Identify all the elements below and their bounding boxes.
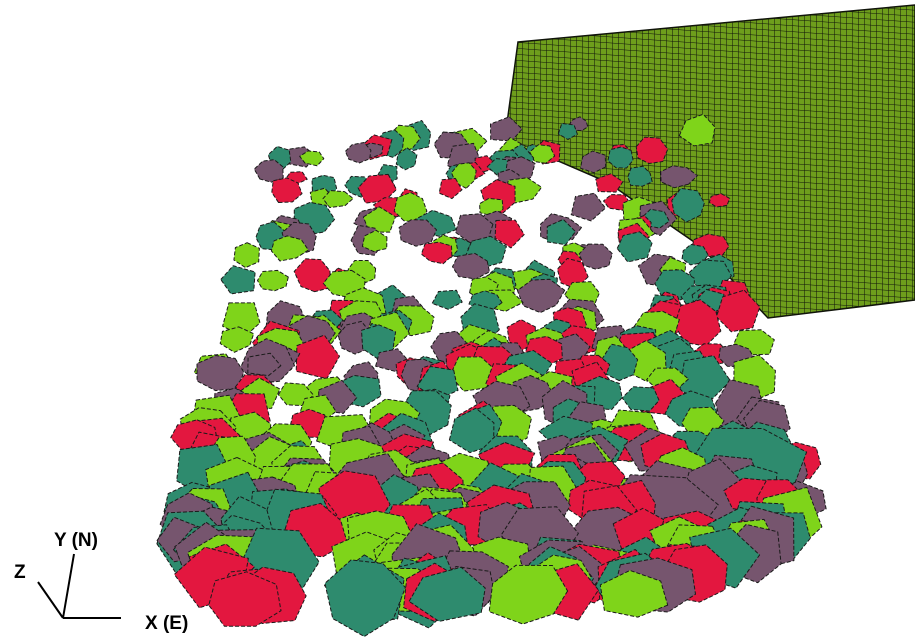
z-axis-line	[37, 581, 64, 619]
fracture-polygon	[324, 559, 406, 637]
y-axis-line	[62, 553, 75, 619]
fracture-polygon	[420, 241, 453, 265]
fracture-polygon	[516, 278, 566, 314]
fracture-polygon	[557, 122, 578, 140]
fracture-polygon	[448, 407, 495, 454]
fracture-polygon	[322, 190, 354, 208]
fracture-polygon	[616, 231, 653, 263]
fracture-polygon	[529, 144, 556, 164]
fracture-polygon	[357, 173, 397, 204]
fracture-polygon	[635, 136, 669, 164]
y-axis-label: Y (N)	[54, 530, 98, 551]
fracture-polygon	[674, 299, 722, 347]
fracture-polygon	[398, 219, 437, 247]
fracture-polygon	[595, 173, 624, 193]
fracture-polygon	[627, 165, 653, 187]
fracture-polygons	[156, 113, 827, 637]
fracture-polygon	[488, 564, 569, 625]
fracture-polygon	[270, 235, 309, 262]
fracture-polygon	[408, 566, 486, 622]
fracture-polygon	[395, 147, 418, 171]
fracture-polygon	[233, 242, 260, 269]
fracture-polygon	[556, 257, 589, 290]
fracture-polygon	[621, 386, 660, 412]
z-axis-label: Z	[14, 562, 26, 583]
fracture-polygon	[361, 229, 388, 252]
fracture-polygon	[681, 243, 709, 266]
fracture-polygon	[257, 269, 289, 292]
fracture-polygon	[660, 165, 698, 189]
fracture-polygon	[599, 569, 669, 618]
fracture-polygon	[494, 219, 525, 249]
fracture-polygon	[452, 252, 490, 280]
fracture-polygon	[271, 177, 303, 203]
fracture-polygon	[708, 193, 731, 208]
fracture-polygon	[671, 187, 705, 223]
fracture-polygon	[220, 265, 256, 295]
x-axis-label: X (E)	[145, 613, 188, 634]
fracture-polygon	[716, 289, 761, 333]
fracture-polygon	[578, 243, 613, 270]
fracture-polygon	[546, 218, 576, 246]
fracture-polygon	[580, 150, 607, 174]
fracture-polygon	[688, 259, 732, 290]
fracture-polygon	[299, 150, 325, 167]
fracture-polygon	[295, 334, 340, 380]
fracture-polygon	[678, 113, 716, 147]
fracture-polygon	[449, 356, 497, 392]
fracture-polygon	[344, 142, 372, 164]
fracture-polygon	[293, 258, 332, 293]
fracture-polygon	[431, 289, 463, 310]
fracture-polygon	[362, 206, 396, 233]
fracture-polygon	[438, 177, 463, 200]
fracture-polygon	[219, 326, 255, 353]
fracture-polygon	[247, 352, 282, 377]
fracture-polygon	[208, 571, 282, 627]
axis-triad: Y (N) Z X (E)	[14, 530, 188, 634]
fracture-polygon	[607, 146, 634, 169]
fracture-polygon	[570, 192, 606, 222]
fracture-polygon	[196, 355, 245, 392]
